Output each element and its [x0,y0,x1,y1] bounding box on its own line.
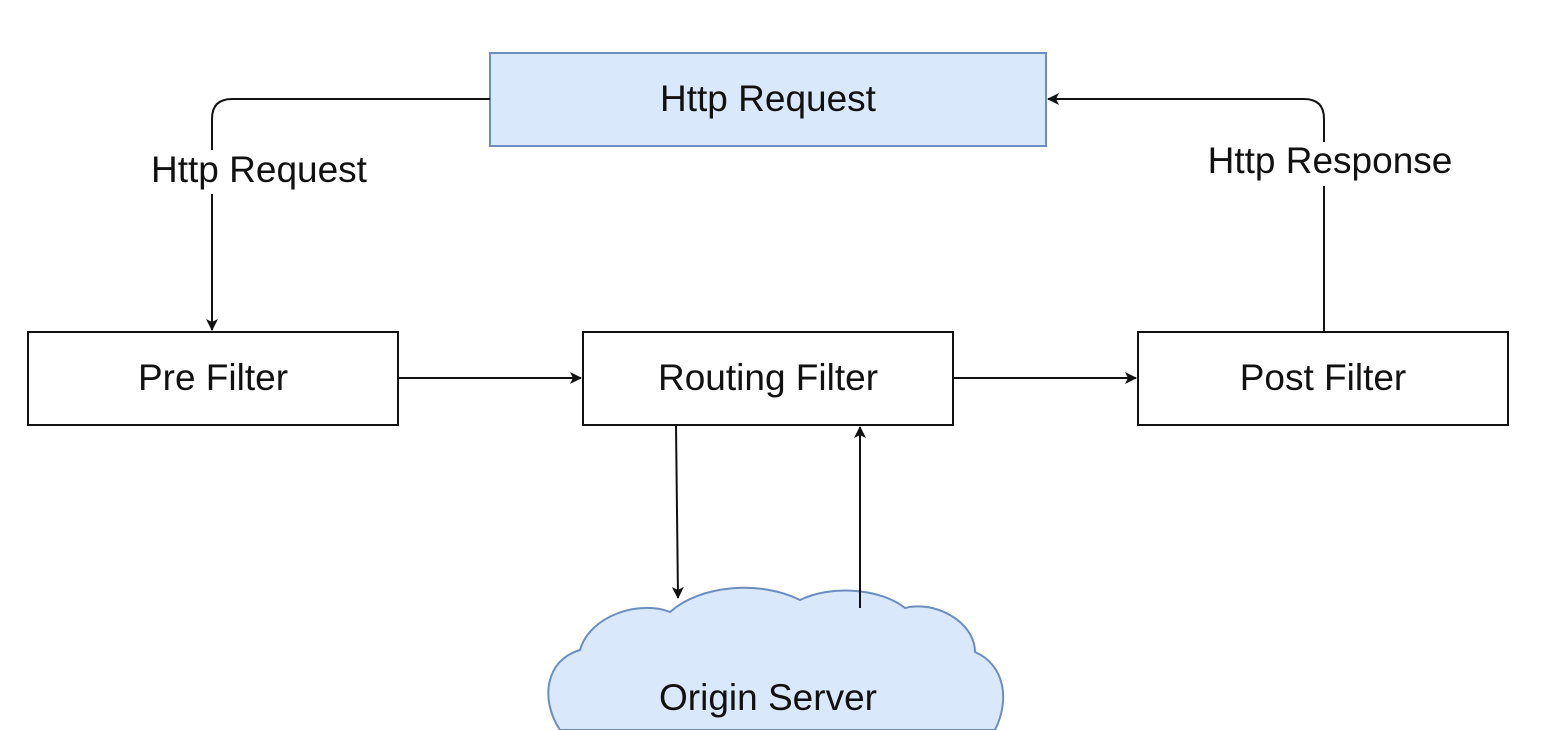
edge-label-http-request: Http Request [151,149,368,190]
edge-label-http-response: Http Response [1208,140,1453,181]
post-filter-node: Post Filter [1137,331,1509,426]
pre-filter-label: Pre Filter [138,357,288,398]
edge-routing-to-origin [671,424,684,599]
http-request-node: Http Request [489,52,1047,147]
origin-server-cloud [547,586,1005,730]
http-request-box [489,52,1047,147]
http-request-label: Http Request [660,78,877,119]
edge-label-background [1190,142,1470,186]
edge-post-filter-to-request: Http Response [1047,93,1470,332]
edge-request-to-pre-filter: Http Request [135,98,490,331]
edge-request-to-pre-filter-line [206,98,490,331]
pre-filter-box [27,331,399,426]
edge-post-to-request-line [1047,93,1325,332]
origin-server-label: Origin Server [659,677,877,718]
pre-filter-node: Pre Filter [27,331,399,426]
routing-filter-node: Routing Filter [582,331,954,426]
edge-label-background [135,150,383,194]
routing-filter-label: Routing Filter [658,357,878,398]
post-filter-label: Post Filter [1240,357,1407,398]
origin-server-node: Origin Server [547,586,1005,730]
post-filter-box [1137,331,1509,426]
routing-filter-box [582,331,954,426]
